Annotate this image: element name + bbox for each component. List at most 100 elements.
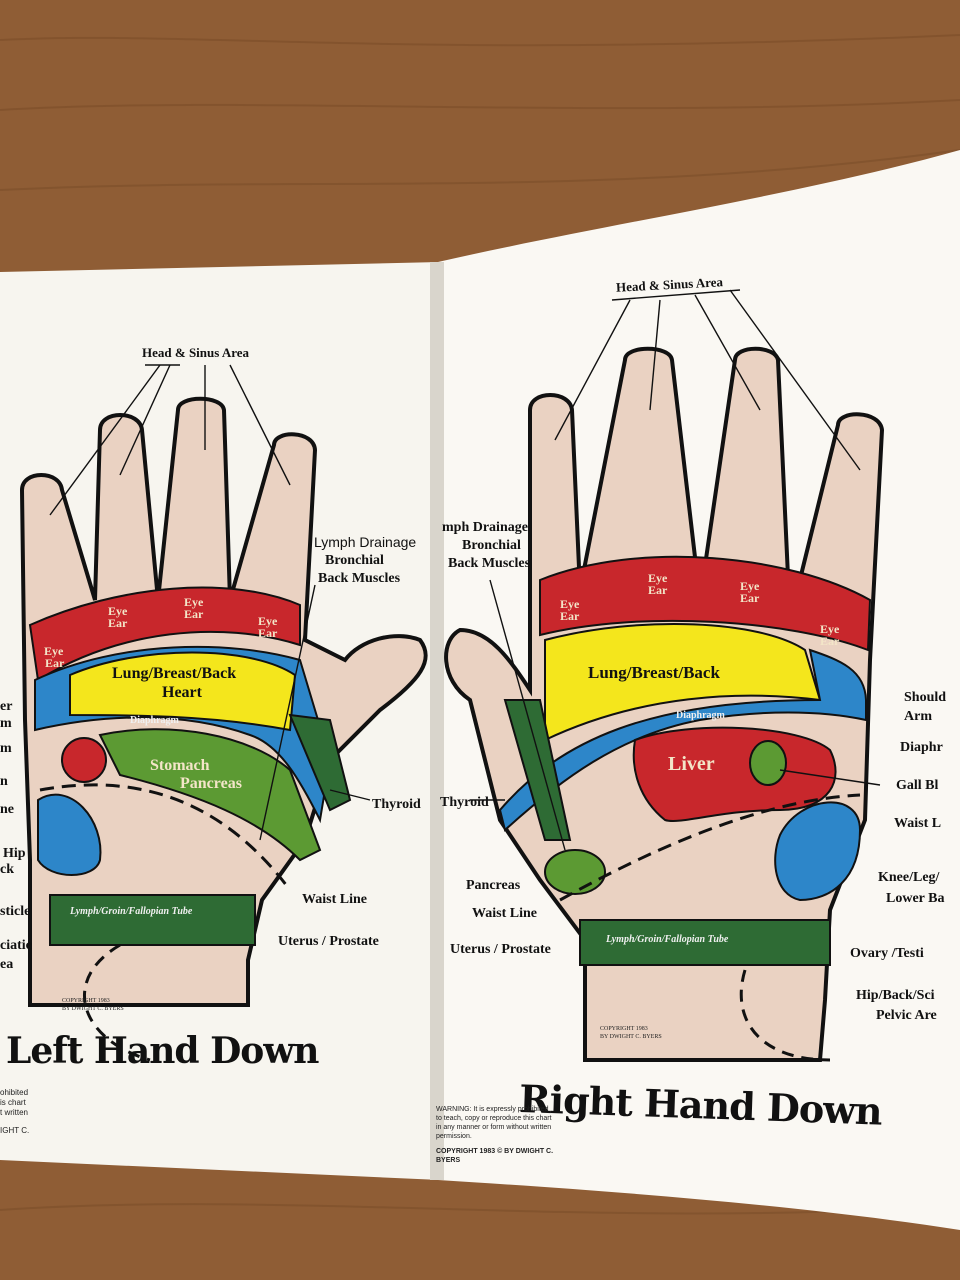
right-pancreas-label: Pancreas: [466, 878, 521, 893]
wood-grain: [0, 34, 960, 1215]
left-warning-fragment-0: ohibited: [0, 1088, 29, 1097]
left-waist-dash: [39, 783, 292, 891]
right-eye-label-2: Eye: [648, 571, 668, 585]
right-knee-label: Knee/Leg/: [878, 870, 940, 885]
right-liver-area: [632, 726, 837, 822]
right-ear-label-4: Ear: [820, 634, 840, 648]
right-bronchial-label: Bronchial: [462, 538, 521, 553]
right-ear-label-3: Ear: [740, 591, 760, 605]
left-back-muscles-label: Back Muscles: [318, 571, 401, 586]
left-stomach-label: Stomach: [150, 757, 210, 774]
right-knee-area: [774, 801, 862, 902]
right-eye-label-4: Eye: [820, 622, 840, 636]
book-gutter: [430, 262, 444, 1180]
right-blue-band: [498, 648, 867, 832]
left-eye-label-1: Eye: [44, 644, 64, 658]
right-ear-label-2: Ear: [648, 583, 668, 597]
right-ear-label-1: Ear: [560, 609, 580, 623]
right-back-muscles-label: Back Muscles: [448, 556, 531, 571]
left-cut-label-0: er: [0, 699, 13, 714]
left-lung-area: [69, 651, 297, 732]
left-cut-label-7: sticle: [0, 904, 31, 919]
right-diaphragm-label: Diaphragm: [676, 710, 725, 721]
right-gall-spot: [749, 740, 787, 786]
right-waist-line-label: Waist Line: [472, 906, 537, 921]
left-thyroid-strip: [288, 713, 352, 812]
left-waist-line-label: Waist Line: [302, 892, 367, 907]
left-cut-label-2: m: [0, 741, 12, 756]
right-copyright-bottom-0: COPYRIGHT 1983 © BY DWIGHT C.: [436, 1148, 554, 1155]
right-warning-3: permission.: [436, 1133, 472, 1140]
right-eye-ear-band: [539, 555, 872, 652]
left-ear-label-4: Ear: [258, 626, 278, 640]
left-lymph-band: [49, 894, 256, 946]
right-lymph-band-label: Lymph/Groin/Fallopian Tube: [606, 934, 729, 945]
right-lower-back-label: Lower Ba: [886, 891, 945, 906]
left-hip-area: [37, 793, 102, 876]
left-pancreas-label: Pancreas: [180, 775, 242, 792]
right-warning-0: WARNING: It is expressly prohibited: [436, 1106, 549, 1113]
left-cut-label-6: ck: [0, 862, 14, 877]
right-pancreas-spot: [544, 849, 606, 895]
right-dash-arc: [739, 969, 831, 1062]
right-warning-1: to teach, copy or reproduce this chart: [436, 1115, 552, 1122]
left-pointer-lines: [49, 364, 371, 841]
left-cut-label-3: n: [0, 774, 8, 789]
right-thyroid-label: Thyroid: [440, 795, 489, 810]
left-cut-label-9: ea: [0, 957, 14, 972]
left-copyright-1: COPYRIGHT 1983: [62, 998, 110, 1004]
left-cut-label-1: m: [0, 716, 12, 731]
left-thyroid-label: Thyroid: [372, 797, 421, 812]
left-red-spot: [61, 737, 107, 783]
left-cut-label-4: ne: [0, 802, 14, 817]
left-lymph-drainage-label: Lymph Drainage: [314, 534, 417, 550]
left-eye-label-4: Eye: [258, 614, 278, 628]
left-eye-label-2: Eye: [108, 604, 128, 618]
left-bronchial-label: Bronchial: [325, 553, 384, 568]
left-cut-label-8: ciatic: [0, 938, 32, 953]
left-warning-fragment-3: IGHT C.: [0, 1126, 30, 1135]
right-eye-label-1: Eye: [560, 597, 580, 611]
right-waist-dash: [559, 793, 861, 902]
left-ear-label-2: Ear: [108, 616, 128, 630]
left-warning-fragment-2: t written: [0, 1108, 29, 1117]
left-page-title: Left Hand Down: [6, 1030, 319, 1072]
right-pointer-lines: [470, 289, 881, 851]
left-diaphragm-label: Diaphragm: [130, 715, 179, 726]
right-eye-label-3: Eye: [740, 579, 760, 593]
left-warning-fragment-1: is chart: [0, 1098, 26, 1107]
right-shoulder-label: Should: [904, 690, 947, 705]
left-dash-arc: [82, 943, 151, 1062]
right-lymph-drainage-label: mph Drainage: [442, 520, 528, 535]
left-head-sinus-label: Head & Sinus Area: [142, 345, 250, 360]
left-lung-label: Lung/Breast/Back: [112, 665, 237, 682]
right-lung-label: Lung/Breast/Back: [588, 663, 720, 682]
right-liver-label: Liver: [668, 753, 715, 775]
right-hip-back-label: Hip/Back/Sci: [856, 988, 935, 1003]
right-arm-label: Arm: [904, 709, 932, 724]
left-ear-label-3: Ear: [184, 607, 204, 621]
left-eye-ear-band: [28, 586, 301, 682]
right-thyroid-strip: [503, 699, 572, 841]
right-gall-label: Gall Bl: [896, 778, 939, 793]
left-cut-label-5: Hip: [3, 846, 26, 861]
left-eye-label-3: Eye: [184, 595, 204, 609]
right-uterus-label: Uterus / Prostate: [450, 942, 551, 957]
right-copyright-1: COPYRIGHT 1983: [600, 1026, 648, 1032]
right-hand-chart: [444, 289, 885, 1062]
left-hand-chart: [19, 364, 428, 1062]
right-warning-2: in any manner or form without written: [436, 1124, 552, 1131]
left-stomach-area: [98, 728, 322, 862]
right-pelvic-label: Pelvic Are: [876, 1008, 937, 1023]
right-copyright-bottom-1: BYERS: [436, 1157, 461, 1164]
right-waist-side-label: Waist L: [894, 816, 942, 831]
right-copyright-2: BY DWIGHT C. BYERS: [600, 1034, 662, 1040]
right-diaphragm-side-label: Diaphr: [900, 740, 943, 755]
right-lymph-band: [579, 919, 831, 966]
left-copyright-2: BY DWIGHT C. BYERS: [62, 1006, 124, 1012]
left-ear-label-1: Ear: [45, 656, 65, 670]
left-heart-label: Heart: [162, 684, 202, 701]
left-uterus-label: Uterus / Prostate: [278, 934, 379, 949]
right-ovary-label: Ovary /Testi: [850, 946, 924, 961]
